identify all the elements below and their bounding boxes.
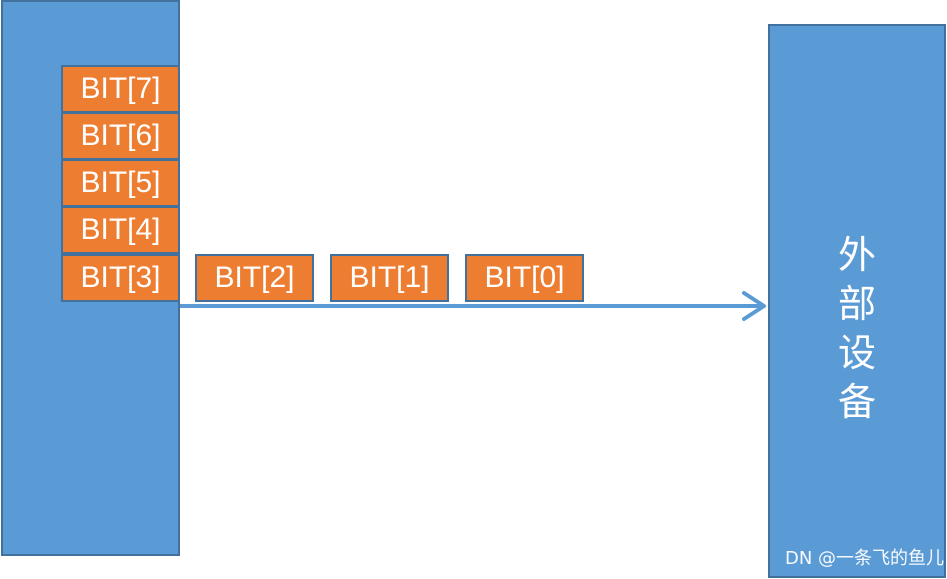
device-label-char: 备 — [837, 380, 876, 424]
bit-1-box: BIT[1] — [330, 254, 449, 302]
bit-0-box: BIT[0] — [465, 254, 584, 302]
device-label-char: 外 — [837, 233, 876, 277]
device-label-char: 部 — [837, 282, 876, 326]
watermark-text: DN @一条飞的鱼儿 — [784, 548, 944, 569]
bit-3-box: BIT[3] — [61, 254, 180, 302]
bit-6-box: BIT[6] — [61, 112, 180, 160]
external-device-block: 外 部 设 备 — [768, 24, 946, 578]
transfer-arrow-head — [742, 291, 766, 321]
bit-4-box: BIT[4] — [61, 206, 180, 254]
bit-7-box: BIT[7] — [61, 65, 180, 113]
device-label-char: 设 — [837, 331, 876, 375]
bit-2-box: BIT[2] — [195, 254, 314, 302]
bit-5-box: BIT[5] — [61, 159, 180, 207]
external-device-label: 外 部 设 备 — [770, 231, 944, 427]
